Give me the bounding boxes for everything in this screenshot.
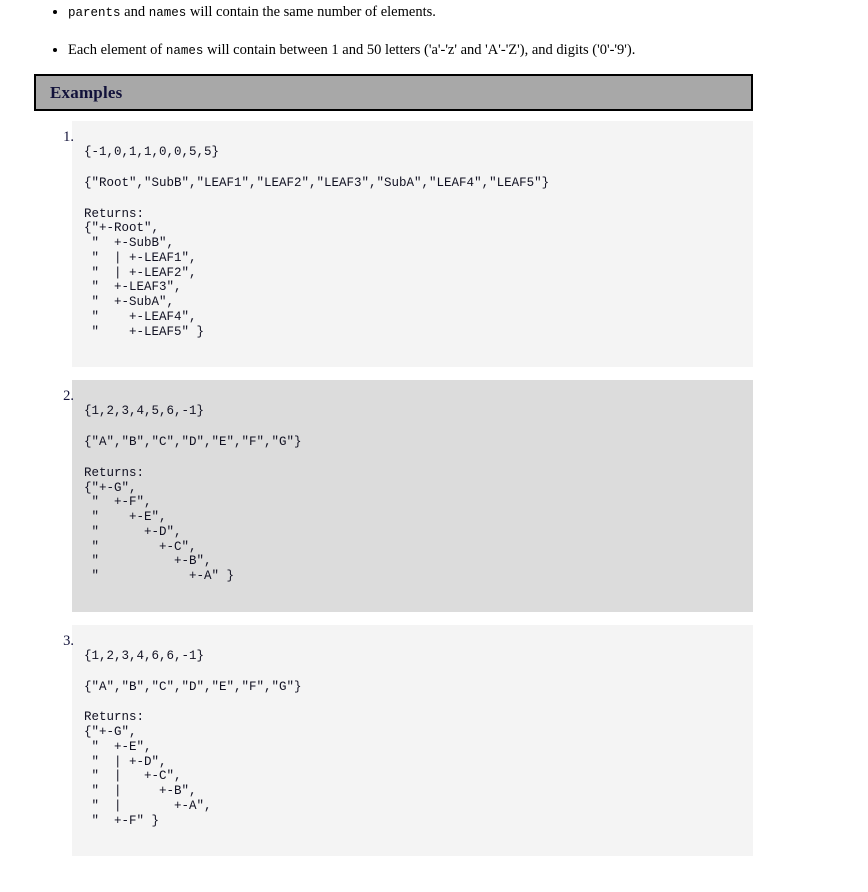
example-number: 2. — [63, 388, 74, 405]
constraints-list: parents and names will contain the same … — [0, 0, 868, 60]
constraint-text: will contain between 1 and 50 letters ('… — [203, 41, 636, 58]
example-returns-block: Returns:{"+-G", " +-E", " | +-D", " | +-… — [84, 710, 753, 828]
returns-line: " +-LEAF4", — [84, 309, 197, 324]
code-spacer — [84, 694, 753, 710]
returns-label: Returns: — [84, 465, 145, 480]
returns-line: " +-F" } — [84, 813, 160, 828]
code-spacer — [84, 664, 753, 680]
returns-line: " +-LEAF3", — [84, 280, 182, 295]
code-spacer — [84, 160, 753, 176]
constraint-text: and — [120, 4, 149, 20]
returns-line: " +-F", — [84, 495, 152, 510]
example-names-value: {"Root","SubB","LEAF1","LEAF2","LEAF3","… — [84, 175, 550, 190]
example-returns-block: Returns:{"+-Root", " +-SubB", " | +-LEAF… — [84, 207, 753, 340]
returns-line: {"+-Root", — [84, 221, 160, 236]
returns-line: {"+-G", — [84, 480, 137, 495]
returns-line: " +-A" } — [84, 569, 235, 583]
returns-label: Returns: — [84, 206, 145, 221]
example-row: 2. {1,2,3,4,5,6,-1} {"A","B","C","D","E","… — [0, 380, 868, 612]
returns-line: " | +-A", — [84, 798, 212, 813]
inline-code: parents — [68, 6, 121, 20]
example-parents-value: {-1,0,1,1,0,0,5,5} — [84, 145, 220, 159]
returns-line: " +-LEAF5" } — [84, 324, 205, 339]
returns-line: " +-E", — [84, 510, 167, 524]
returns-line: " | +-LEAF1", — [84, 250, 197, 265]
constraint-text: will contain the same number of elements… — [186, 4, 436, 20]
returns-line: " | +-B", — [84, 784, 197, 798]
returns-label: Returns: — [84, 710, 145, 725]
returns-line: {"+-G", — [84, 725, 137, 739]
example-parents-value: {1,2,3,4,6,6,-1} — [84, 648, 205, 663]
examples-section-header: Examples — [34, 74, 753, 111]
returns-line: " | +-C", — [84, 769, 182, 784]
code-spacer — [84, 419, 753, 435]
code-spacer — [84, 450, 753, 466]
example-box: {-1,0,1,1,0,0,5,5} {"Root","SubB","LEAF1"… — [72, 121, 753, 368]
examples-list: 1. {-1,0,1,1,0,0,5,5} {"Root","SubB","LEAF… — [0, 121, 868, 869]
example-names-value: {"A","B","C","D","E","F","G"} — [84, 679, 302, 694]
example-box: {1,2,3,4,5,6,-1} {"A","B","C","D","E","F"… — [72, 380, 753, 612]
returns-line: " +-SubA", — [84, 295, 175, 309]
inline-code: names — [165, 43, 204, 58]
inline-code: names — [148, 6, 187, 20]
returns-line: " | +-D", — [84, 754, 167, 769]
constraint-text: Each element of — [68, 41, 166, 58]
example-names-value: {"A","B","C","D","E","F","G"} — [84, 435, 302, 449]
examples-header-title: Examples — [50, 83, 123, 102]
example-parents-value: {1,2,3,4,5,6,-1} — [84, 404, 205, 419]
returns-line: " +-D", — [84, 524, 182, 539]
returns-line: " +-B", — [84, 554, 212, 569]
returns-line: " +-E", — [84, 739, 152, 754]
returns-line: " | +-LEAF2", — [84, 265, 197, 280]
constraint-names-characters: Each element of names will contain betwe… — [68, 41, 868, 61]
code-spacer — [84, 191, 753, 207]
example-box: {1,2,3,4,6,6,-1} {"A","B","C","D","E","F"… — [72, 624, 753, 857]
constraint-parents-names-same-length: parents and names will contain the same … — [68, 3, 868, 23]
example-number: 3. — [63, 632, 74, 649]
example-row: 1. {-1,0,1,1,0,0,5,5} {"Root","SubB","LEAF… — [0, 121, 868, 368]
returns-line: " +-SubB", — [84, 236, 175, 250]
example-number: 1. — [63, 129, 74, 145]
example-returns-block: Returns:{"+-G", " +-F", " +-E", " +-D", … — [84, 466, 753, 584]
returns-line: " +-C", — [84, 539, 197, 554]
example-row: 3. {1,2,3,4,6,6,-1} {"A","B","C","D","E","… — [0, 624, 868, 857]
